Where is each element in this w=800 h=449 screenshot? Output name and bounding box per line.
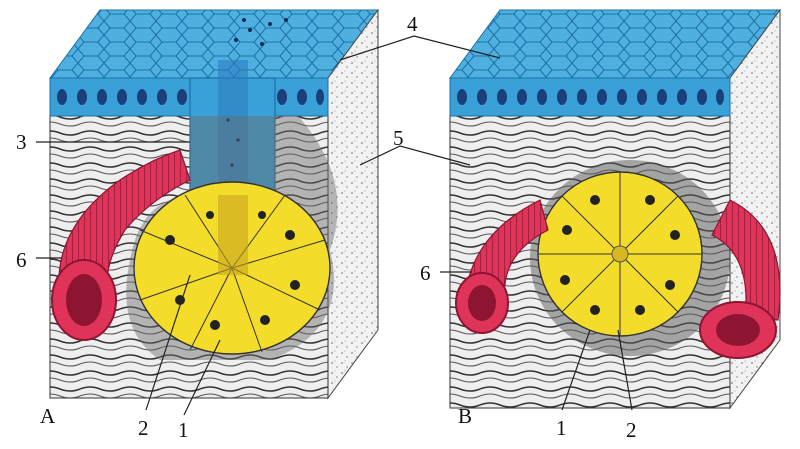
label-3: 3 [16,132,27,153]
panel-a-block [50,10,378,398]
label-a-2: 2 [138,418,149,439]
label-b-1: 1 [556,418,567,439]
panel-b-block [450,10,780,408]
label-6-right: 6 [420,263,431,284]
epithelium-b [450,78,730,116]
label-b-2: 2 [626,420,637,441]
panel-b-label: B [458,406,472,427]
label-5: 5 [393,128,404,149]
label-6-left: 6 [16,250,27,271]
panel-a-label: A [40,406,55,427]
label-4: 4 [407,14,418,35]
label-a-1: 1 [178,420,189,441]
